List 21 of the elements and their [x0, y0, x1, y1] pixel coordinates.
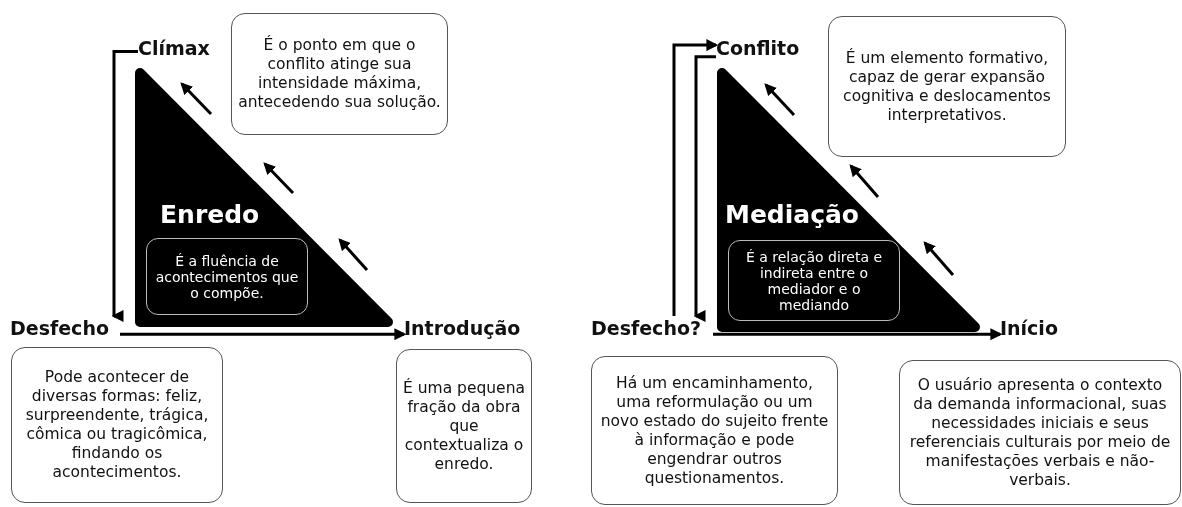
arrow [120, 328, 407, 341]
description-box: Pode acontecer de diversas formas: feliz, surpreendente, trágica, cômica ou tragicômica, findando os acontecimentos. [11, 347, 223, 503]
stage-label: Início [1000, 316, 1070, 342]
triangle-title: Enredo [160, 200, 260, 229]
stage-label: Introdução [404, 316, 538, 342]
triangle-title: Mediação [725, 200, 860, 229]
description-box: O usuário apresenta o contexto da demanda informacional, suas necessidades iniciais e seus referenciais culturais por meio de manifestações verbais e não-verbais. [899, 360, 1181, 505]
description-box: É o ponto em que o conflito atinge sua intensidade máxima, antecedendo sua solução. [231, 13, 448, 135]
arrow [672, 39, 719, 318]
stage-label: Desfecho [10, 316, 120, 342]
arrow [693, 55, 716, 322]
definition-box: É a fluência de acontecimentos que o compõe. [146, 238, 308, 315]
stage-label: Desfecho? [591, 316, 713, 342]
description-box: Há um encaminhamento, uma reformulação ou um novo estado do sujeito frente à informação e pode engendrar outros questionamentos. [591, 356, 838, 505]
arrow [111, 50, 138, 322]
stage-label: Conflito [716, 36, 812, 62]
stage-label: Clímax [138, 36, 222, 62]
arrow [713, 328, 1003, 341]
description-box: É um elemento formativo, capaz de gerar expansão cognitiva e deslocamentos interpretativos. [828, 16, 1066, 157]
description-box: É uma pequena fração da obra que contextualiza o enredo. [396, 349, 532, 503]
definition-box: É a relação direta e indireta entre o mediador e o mediando [728, 240, 900, 321]
